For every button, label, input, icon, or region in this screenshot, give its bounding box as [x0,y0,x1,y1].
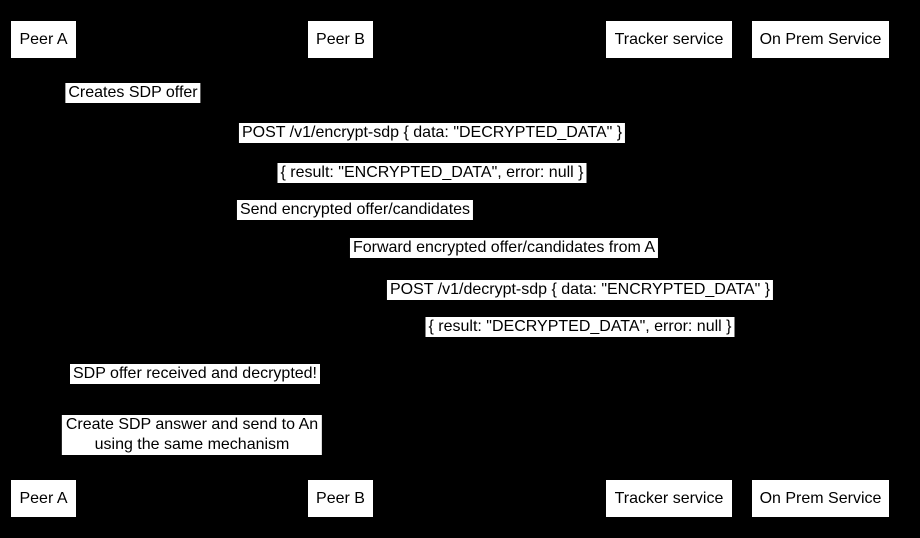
message-post-encrypt-sdp: POST /v1/encrypt-sdp { data: "DECRYPTED_… [238,123,626,143]
message-send-encrypted-offer: Send encrypted offer/candidates [236,200,474,220]
message-encrypt-result: { result: "ENCRYPTED_DATA", error: null … [277,163,587,183]
message-decrypt-result: { result: "DECRYPTED_DATA", error: null … [425,317,735,337]
message-creates-sdp-offer: Creates SDP offer [65,83,201,103]
actor-peer-a-bottom: Peer A [11,480,76,517]
message-post-decrypt-sdp: POST /v1/decrypt-sdp { data: "ENCRYPTED_… [386,280,774,300]
actor-on-prem-service-bottom: On Prem Service [752,480,889,517]
message-create-sdp-answer-line-2: using the same mechanism [94,436,290,453]
actor-tracker-service-top: Tracker service [606,21,732,58]
actor-peer-b-top: Peer B [308,21,373,58]
actor-peer-a-top: Peer A [11,21,76,58]
lifeline-tracker-service [669,58,670,480]
message-create-sdp-answer-line-1: Create SDP answer and send to An [65,416,319,433]
actor-peer-b-bottom: Peer B [308,480,373,517]
actor-tracker-service-bottom: Tracker service [606,480,732,517]
lifeline-peer-b [340,58,341,480]
message-create-sdp-answer: Create SDP answer and send to An using t… [61,415,323,455]
actor-on-prem-service-top: On Prem Service [752,21,889,58]
lifeline-on-prem-service [820,58,821,480]
message-sdp-offer-received: SDP offer received and decrypted! [70,364,320,384]
lifeline-peer-a [43,58,44,480]
message-forward-encrypted-offer: Forward encrypted offer/candidates from … [349,238,659,258]
